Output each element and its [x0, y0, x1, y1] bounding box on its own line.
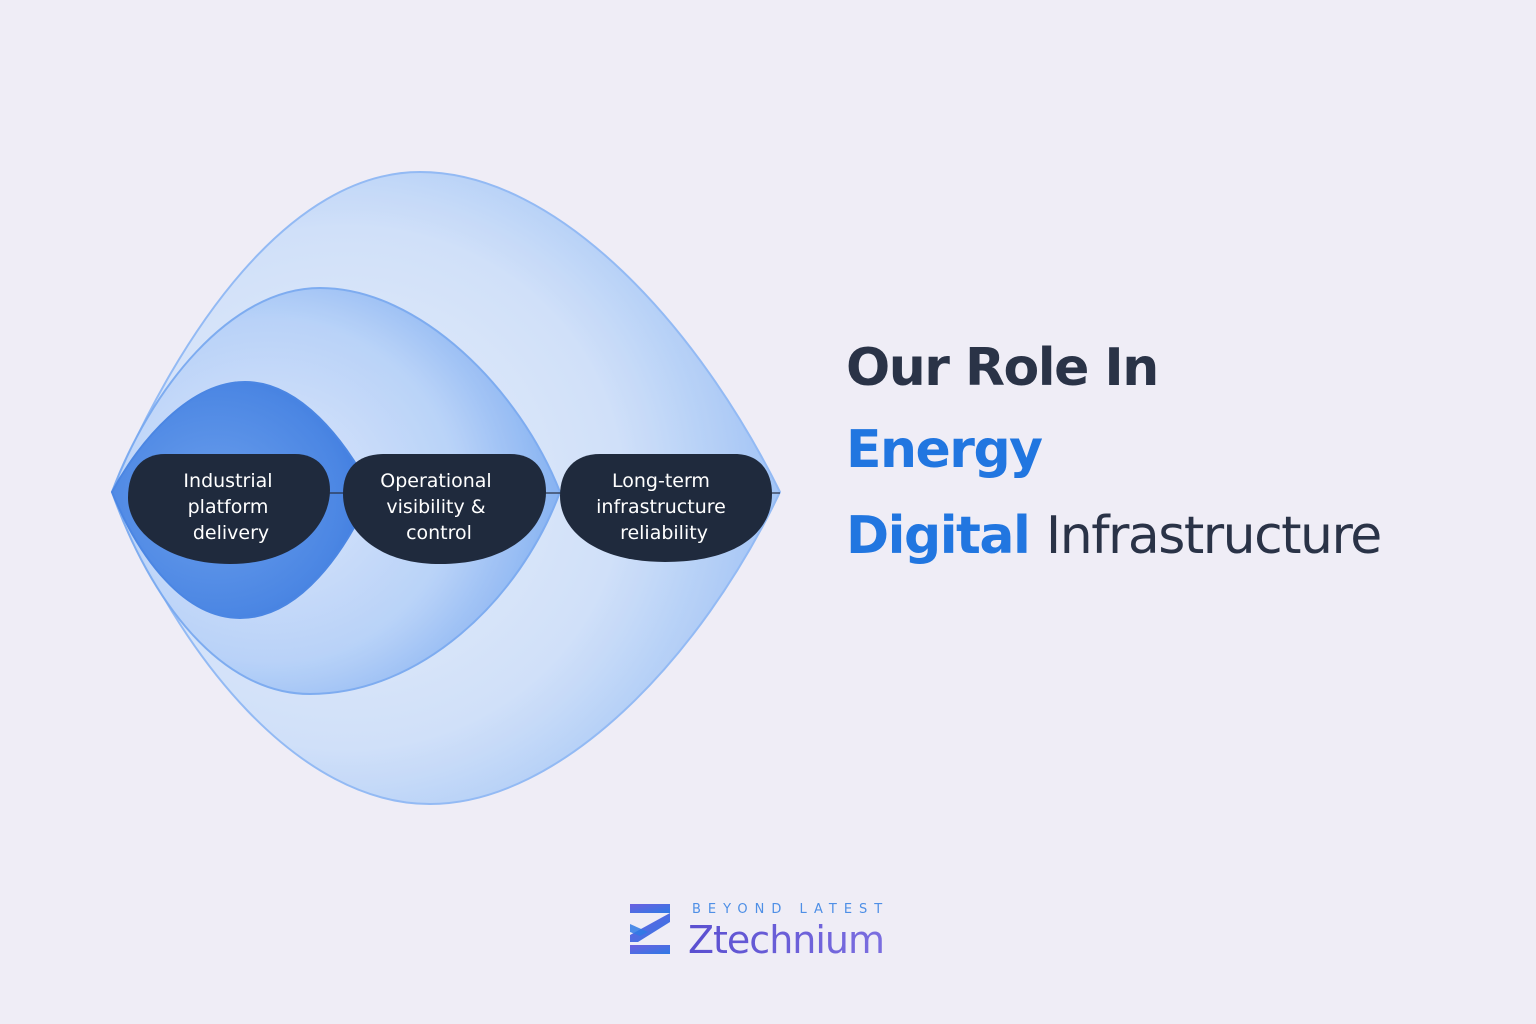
- headline-line-2: Energy: [846, 420, 1043, 480]
- pill-shape: [128, 454, 330, 564]
- pill-2-line-3: control: [406, 522, 472, 544]
- pill-2-line-1: Operational: [380, 470, 491, 492]
- pill-2-line-2: visibility &: [386, 496, 485, 518]
- svg-text:Industrial platform: Industrial platform delivery: [183, 470, 278, 544]
- pill-shape: [343, 454, 546, 564]
- headline-rest-word: Infrastructure: [1045, 506, 1382, 566]
- svg-text:Long-term infrastructure: Long-term infrastructure reliability: [596, 470, 732, 544]
- brand-name: Ztechnium: [688, 918, 885, 962]
- svg-text:Operational visibility &: Operational visibility & control: [380, 470, 498, 544]
- layer-pill-long-term-infrastructure-reliability: Long-term infrastructure reliability: [560, 454, 772, 562]
- pill-shape: [560, 454, 772, 562]
- brand-tagline: BEYOND LATEST: [692, 902, 890, 917]
- pill-1-line-1: Industrial: [183, 470, 272, 492]
- pill-3-line-2: infrastructure: [596, 496, 726, 518]
- headline-line-3: Digital Infrastructure: [846, 510, 1382, 562]
- pill-3-line-3: reliability: [620, 522, 708, 544]
- pill-1-line-2: platform: [188, 496, 269, 518]
- z-arrow-logo-icon: [630, 904, 670, 954]
- pill-3-line-1: Long-term: [612, 470, 710, 492]
- layer-pill-operational-visibility-control: Operational visibility & control: [343, 454, 546, 564]
- brand-lockup: BEYOND LATEST Ztechnium: [628, 898, 928, 964]
- layer-pill-industrial-platform-delivery: Industrial platform delivery: [128, 454, 330, 564]
- pill-1-line-3: delivery: [193, 522, 269, 544]
- headline-line-1: Our Role In: [846, 338, 1159, 398]
- headline-accent-word: Digital: [846, 506, 1031, 566]
